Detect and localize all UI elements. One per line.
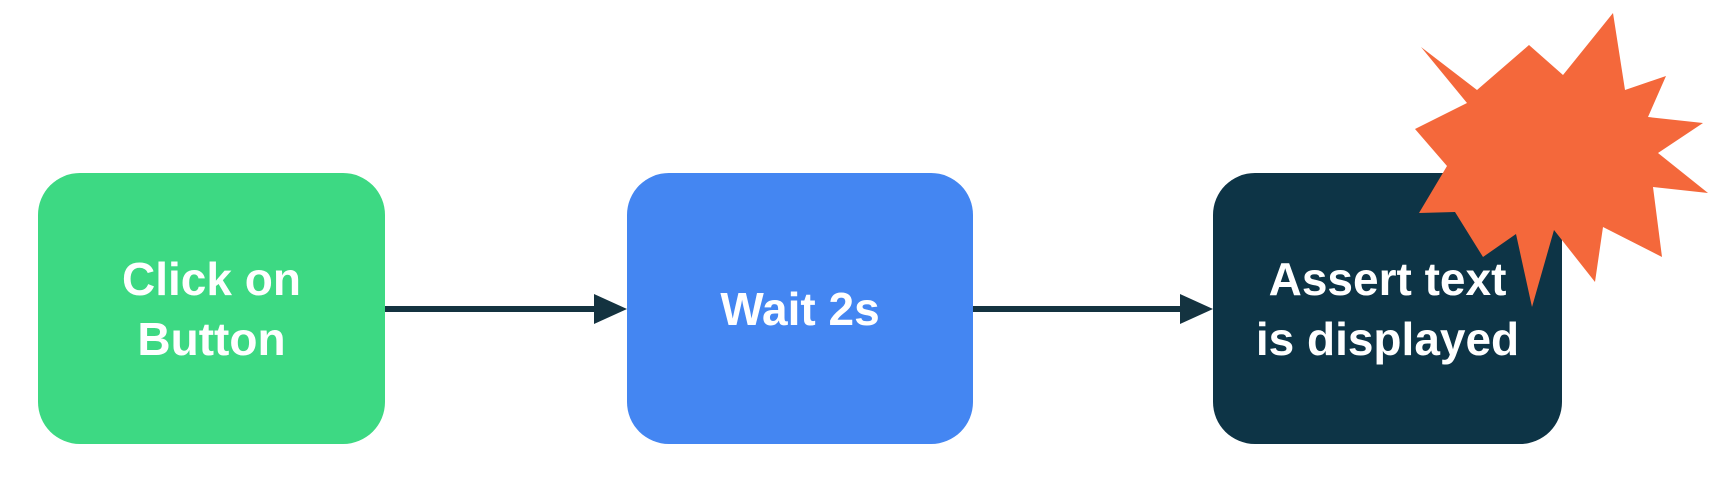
arrow-step1-to-step2: [385, 294, 627, 324]
node-label-line: Click on: [122, 252, 301, 305]
node-label-line: Assert text: [1268, 252, 1507, 305]
arrowhead-icon: [594, 294, 627, 324]
node-label: Click on Button: [122, 249, 301, 369]
node-click-on-button[interactable]: Click on Button: [38, 173, 385, 444]
node-label: Assert text is displayed: [1256, 249, 1519, 369]
node-wait-2s[interactable]: Wait 2s: [627, 173, 973, 444]
arrowhead-icon: [1180, 294, 1213, 324]
node-label: Wait 2s: [720, 279, 879, 339]
node-label-line: Button: [137, 312, 286, 365]
arrow-step2-to-step3: [973, 294, 1213, 324]
node-label-line: is displayed: [1255, 312, 1520, 365]
node-assert-text-displayed[interactable]: Assert text is displayed: [1213, 173, 1562, 444]
node-label-line: Wait 2s: [720, 282, 880, 335]
